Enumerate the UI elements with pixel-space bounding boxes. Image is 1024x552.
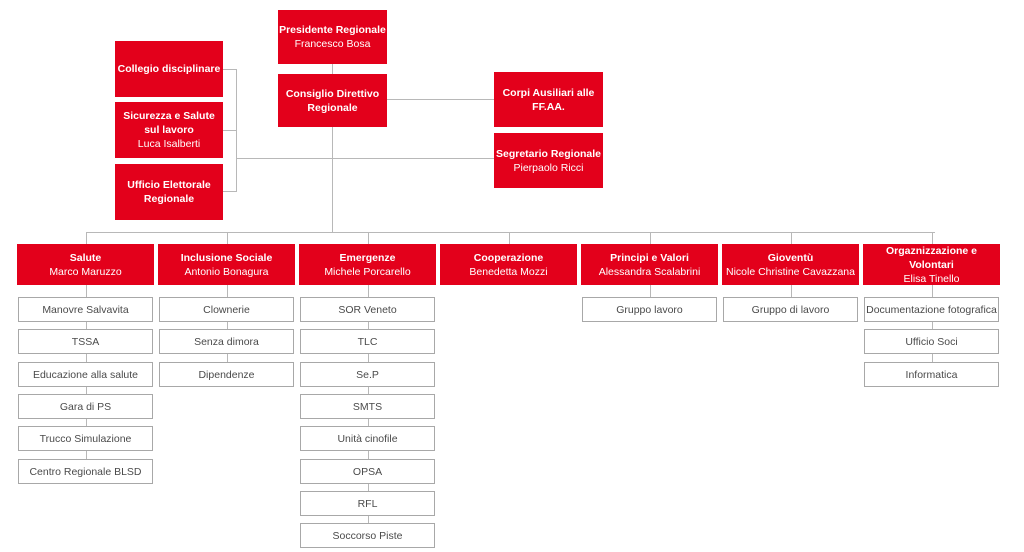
area-gioventu-title: Gioventù <box>767 251 814 264</box>
connector-consiglio-trunk <box>332 127 333 232</box>
box-segretario-regionale-title: Segretario Regionale <box>495 147 602 160</box>
area-gioventu-drop <box>791 232 792 244</box>
subitem-se-p: Se.P <box>300 362 435 387</box>
area-inclusione-sociale-drop <box>227 232 228 244</box>
box-corpi-ausiliari: Corpi Ausiliari alle FF.AA. <box>494 72 603 127</box>
box-collegio-disciplinare-title: Collegio disciplinare <box>117 63 221 75</box>
box-ufficio-elettorale-title: Ufficio Elettorale Regionale <box>127 179 211 205</box>
box-collegio-disciplinare: Collegio disciplinare <box>115 41 223 97</box>
connector-left-bracket <box>236 69 237 192</box>
area-emergenze-title: Emergenze <box>339 251 396 264</box>
area-orgaznizzazione-e-volontari-drop <box>932 232 933 244</box>
subitem-trucco-simulazione: Trucco Simulazione <box>18 426 153 451</box>
subitem-opsa: OPSA <box>300 459 435 484</box>
area-cooperazione-title: Cooperazione <box>473 251 544 264</box>
subitem-rfl: RFL <box>300 491 435 516</box>
area-principi-e-valori-title: Principi e Valori <box>610 251 689 264</box>
subitem-gara-di-ps: Gara di PS <box>18 394 153 419</box>
connector-sicurezza <box>223 130 237 131</box>
subitem-gruppo-lavoro: Gruppo lavoro <box>582 297 717 322</box>
subitem-ufficio-soci: Ufficio Soci <box>864 329 999 354</box>
area-principi-e-valori-spine <box>650 285 651 297</box>
area-salute-person: Marco Maruzzo <box>49 265 122 278</box>
subitem-documentazione-fotografica: Documentazione fotografica <box>864 297 999 322</box>
subitem-tlc: TLC <box>300 329 435 354</box>
box-presidente-regionale-title: Presidente Regionale <box>279 24 386 36</box>
subitem-dipendenze: Dipendenze <box>159 362 294 387</box>
area-salute-drop <box>86 232 87 244</box>
subitem-smts: SMTS <box>300 394 435 419</box>
area-emergenze-person: Michele Porcarello <box>324 265 411 278</box>
subitem-clownerie: Clownerie <box>159 297 294 322</box>
subitem-soccorso-piste: Soccorso Piste <box>300 523 435 548</box>
area-cooperazione-drop <box>509 232 510 244</box>
box-sicurezza-salute-title: Sicurezza e Salute sul lavoro <box>123 110 215 136</box>
subitem-gruppo-di-lavoro: Gruppo di lavoro <box>723 297 858 322</box>
area-inclusione-sociale-title: Inclusione Sociale <box>180 251 273 264</box>
area-cooperazione-person: Benedetta Mozzi <box>469 265 548 278</box>
connector-collegio <box>223 69 237 70</box>
box-presidente-regionale-person: Francesco Bosa <box>294 38 371 50</box>
subitem-manovre-salvavita: Manovre Salvavita <box>18 297 153 322</box>
subitem-centro-regionale-blsd: Centro Regionale BLSD <box>18 459 153 484</box>
subitem-sor-veneto: SOR Veneto <box>300 297 435 322</box>
box-consiglio-direttivo: Consiglio Direttivo Regionale <box>278 74 387 127</box>
subitem-unita-cinofile: Unità cinofile <box>300 426 435 451</box>
area-inclusione-sociale-person: Antonio Bonagura <box>184 265 269 278</box>
connector-ufficio <box>223 191 237 192</box>
subitem-senza-dimora: Senza dimora <box>159 329 294 354</box>
connector-presidente-consiglio <box>332 64 333 74</box>
connector-middle-horizontal <box>236 158 494 159</box>
box-sicurezza-salute-person: Luca Isalberti <box>137 138 201 150</box>
connector-areas-bar <box>87 232 935 233</box>
box-segretario-regionale-person: Pierpaolo Ricci <box>513 161 584 174</box>
area-emergenze-drop <box>368 232 369 244</box>
subitem-educazione-alla-salute: Educazione alla salute <box>18 362 153 387</box>
box-ufficio-elettorale: Ufficio Elettorale Regionale <box>115 164 223 220</box>
area-inclusione-sociale-spine <box>227 285 228 362</box>
area-gioventu-person: Nicole Christine Cavazzana <box>726 265 855 278</box>
connector-corpi <box>387 99 494 100</box>
area-principi-e-valori-drop <box>650 232 651 244</box>
box-consiglio-direttivo-title: Consiglio Direttivo Regionale <box>285 87 380 114</box>
area-orgaznizzazione-e-volontari-title: Orgaznizzazione e Volontari <box>885 244 978 271</box>
area-salute-title: Salute <box>69 251 102 264</box>
area-gioventu-spine <box>791 285 792 297</box>
subitem-tssa: TSSA <box>18 329 153 354</box>
area-orgaznizzazione-e-volontari-person: Elisa Tinello <box>903 272 960 285</box>
area-orgaznizzazione-e-volontari-spine <box>932 285 933 362</box>
area-principi-e-valori-person: Alessandra Scalabrini <box>598 265 701 278</box>
box-corpi-ausiliari-title: Corpi Ausiliari alle FF.AA. <box>502 86 595 113</box>
subitem-informatica: Informatica <box>864 362 999 387</box>
